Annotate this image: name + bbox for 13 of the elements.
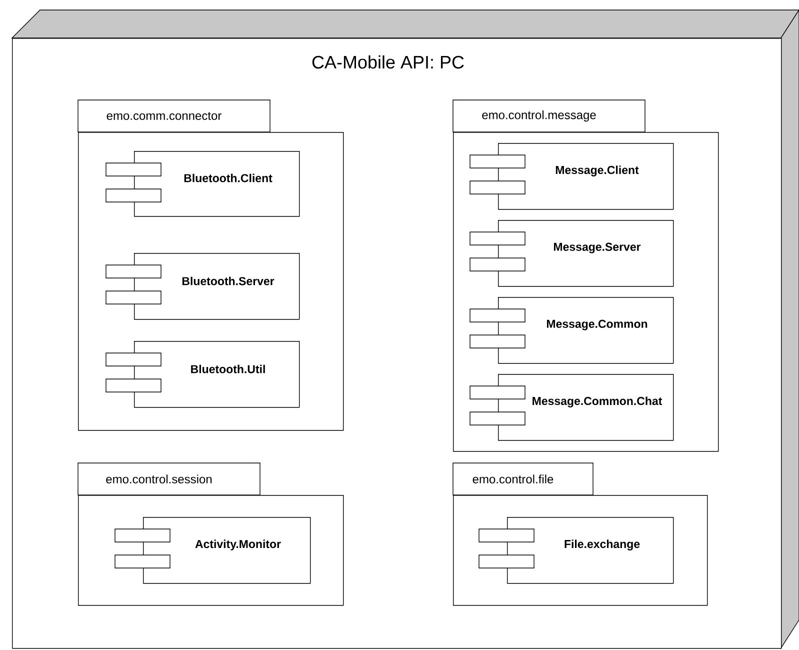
node-label: emo.comm.connector [106,112,222,120]
component-box: Message.Common.Chat [470,374,674,441]
node-label: emo.control.session [106,474,212,484]
node-label: emo.control.message [482,110,596,122]
component-box: Message.Client [470,143,674,210]
component-box: Bluetooth.Util [106,341,300,408]
component-box: Activity.Monitor [114,517,311,584]
component-box: Bluetooth.Server [106,253,300,320]
node-label: emo.control.file [472,474,554,484]
component-box: Message.Server [470,220,674,287]
component-box: File.exchange [478,517,674,584]
component-box: Message.Common [470,297,674,364]
component-box: Bluetooth.Client [106,151,300,217]
